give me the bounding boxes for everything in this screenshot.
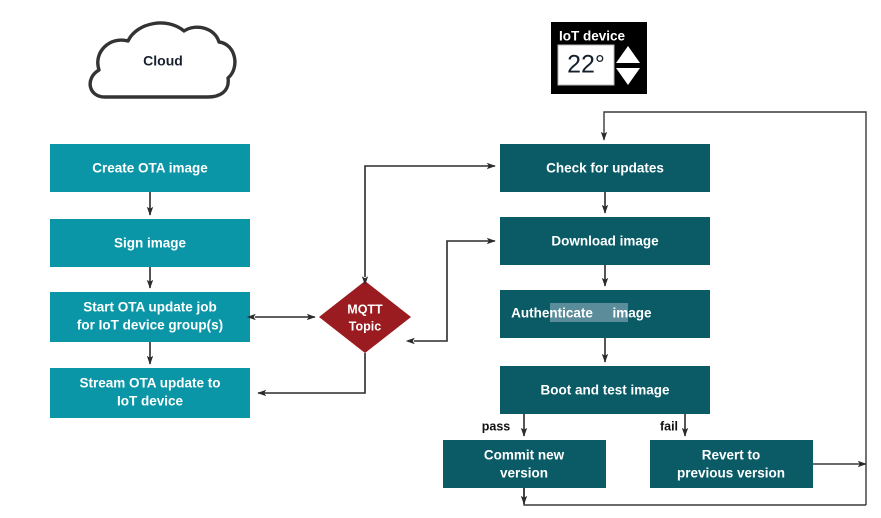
iot-device-temperature: 22° — [567, 51, 605, 79]
outcome-step-revert-to-previous-version-label-line2: previous version — [677, 466, 785, 481]
device-step-check-for-updates-label: Check for updates — [546, 161, 664, 176]
edge-label-fail: fail — [660, 419, 678, 433]
outcome-step-revert-to-previous-version-label-line1: Revert to — [702, 448, 761, 463]
mqtt-topic-diamond[interactable] — [319, 281, 411, 353]
device-step-download-image[interactable]: Download image — [500, 217, 710, 265]
iot-device-screen — [557, 44, 615, 86]
device-step-download-image-box[interactable] — [500, 217, 710, 265]
device-step-authenticate-image-label-selected: Authenticate — [511, 306, 593, 321]
cloud-step-sign-image-box[interactable] — [50, 219, 250, 267]
connector-mqtt-check-updates-bidirectional — [361, 162, 496, 286]
cloud-step-create-ota-image-box[interactable] — [50, 144, 250, 192]
connector-mqtt-to-stream-ota — [257, 353, 366, 397]
cloud-step-create-ota-image-label: Create OTA image — [92, 161, 208, 176]
outcome-step-commit-new-version[interactable]: Commit new version — [443, 440, 606, 488]
connector-commit-to-right-rail — [523, 488, 866, 506]
outcome-step-commit-new-version-label-line2: version — [500, 466, 548, 481]
triangle-up-icon[interactable] — [616, 46, 640, 63]
cloud-step-create-ota-image[interactable]: Create OTA image — [50, 144, 250, 192]
mqtt-topic-label-line2: Topic — [349, 319, 381, 333]
cloud-step-start-ota-update-job-label-line2: for IoT device group(s) — [77, 318, 223, 333]
cloud-step-start-ota-update-job[interactable]: Start OTA update job for IoT device grou… — [50, 292, 250, 342]
device-step-download-image-label: Download image — [551, 234, 659, 249]
cloud-step-sign-image-label: Sign image — [114, 236, 187, 251]
iot-device-widget: IoT device 22° — [551, 22, 647, 94]
cloud-step-start-ota-update-job-box[interactable] — [50, 292, 250, 342]
outcome-step-commit-new-version-box[interactable] — [443, 440, 606, 488]
text-selection-highlight — [550, 303, 628, 322]
triangle-down-icon[interactable] — [616, 68, 640, 85]
outcome-step-revert-to-previous-version-box[interactable] — [650, 440, 813, 488]
cloud-step-stream-ota-update-label-line1: Stream OTA update to — [79, 376, 220, 391]
cloud-step-stream-ota-update[interactable]: Stream OTA update to IoT device — [50, 368, 250, 418]
device-step-check-for-updates-box[interactable] — [500, 144, 710, 192]
iot-device-title: IoT device — [559, 29, 626, 44]
connector-right-rail-to-check-updates — [600, 111, 867, 505]
device-step-boot-and-test-image-label: Boot and test image — [540, 383, 670, 398]
device-step-authenticate-image[interactable]: Authenticate image — [500, 290, 710, 338]
outcome-step-revert-to-previous-version[interactable]: Revert to previous version — [650, 440, 813, 488]
cloud-shape: Cloud — [88, 21, 237, 99]
device-step-boot-and-test-image-box[interactable] — [500, 366, 710, 414]
outcome-step-commit-new-version-label-line1: Commit new — [484, 448, 565, 463]
device-step-check-for-updates[interactable]: Check for updates — [500, 144, 710, 192]
device-step-boot-and-test-image[interactable]: Boot and test image — [500, 366, 710, 414]
cloud-step-sign-image[interactable]: Sign image — [50, 219, 250, 267]
cloud-step-stream-ota-update-label-line2: IoT device — [117, 394, 184, 409]
mqtt-topic-label-line1: MQTT — [347, 302, 383, 316]
mqtt-topic-node[interactable]: MQTT Topic — [319, 281, 411, 353]
cloud-step-start-ota-update-job-label-line1: Start OTA update job — [83, 300, 217, 315]
connector-mqtt-download-image-bidirectional — [405, 237, 496, 345]
cloud-step-stream-ota-update-box[interactable] — [50, 368, 250, 418]
edge-label-pass: pass — [482, 419, 511, 433]
device-step-authenticate-image-label-rest: image — [612, 306, 652, 321]
cloud-label: Cloud — [143, 53, 183, 69]
